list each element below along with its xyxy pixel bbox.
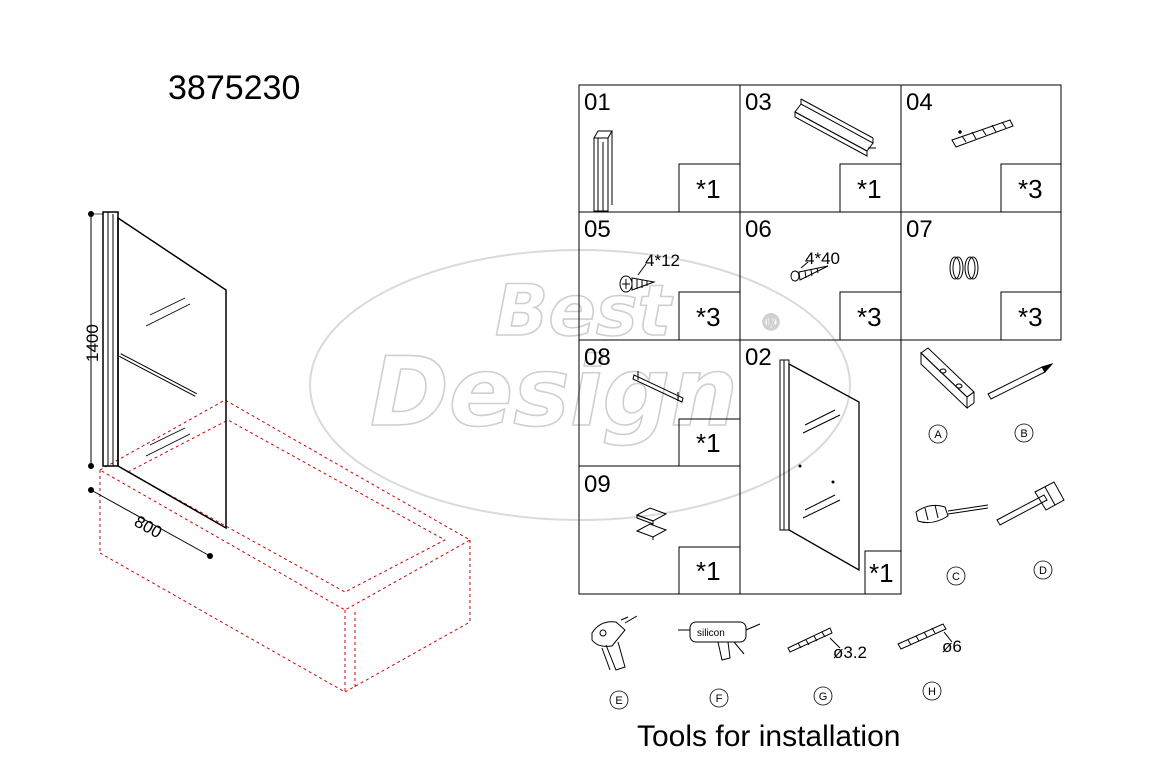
- part-qty-06: *3: [857, 302, 882, 332]
- tools-caption: Tools for installation: [637, 720, 900, 753]
- pencil-icon: [987, 363, 1054, 400]
- svg-text:D: D: [1039, 565, 1047, 577]
- model-number: 3875230: [168, 69, 300, 107]
- short-screw-icon: [619, 263, 656, 293]
- part-qty-03: *1: [857, 174, 882, 204]
- part-qty-02: *1: [869, 558, 894, 588]
- part-code-06: 06: [745, 216, 772, 243]
- watermark-line1: Best: [495, 270, 673, 352]
- height-dimension: 1400: [83, 211, 103, 469]
- handle-bar-icon: [632, 371, 684, 403]
- spirit-level-icon: [920, 347, 975, 410]
- part-code-04: 04: [906, 89, 933, 116]
- silicone-label: silicon: [697, 628, 725, 639]
- part-qty-08: *1: [696, 428, 721, 458]
- part-qty-09: *1: [696, 556, 721, 586]
- svg-text:B: B: [1020, 428, 1027, 440]
- tool-f-label: F: [709, 688, 729, 708]
- svg-text:F: F: [716, 693, 723, 705]
- part-qty-07: *3: [1018, 302, 1043, 332]
- svg-text:A: A: [934, 429, 942, 441]
- parts-grid: [578, 84, 1062, 595]
- wall-profile-icon: [593, 130, 613, 212]
- watermark: Best Design ®: [309, 249, 851, 521]
- drill-bit-large-icon: [897, 623, 953, 650]
- width-value: 800: [131, 512, 165, 542]
- part-qty-04: *3: [1018, 174, 1043, 204]
- screwdriver-icon: [915, 504, 989, 524]
- wall-plug-icon: [951, 119, 1014, 148]
- tool-h-label: H: [922, 681, 942, 701]
- drill-bit-small-spec: ø3.2: [833, 643, 867, 662]
- svg-text:H: H: [928, 686, 936, 698]
- part-code-07: 07: [906, 216, 933, 243]
- screw-caps-icon: [949, 256, 979, 280]
- bath-screen: [102, 211, 227, 530]
- glass-panel-icon: [779, 359, 860, 572]
- part-code-01: 01: [584, 89, 611, 116]
- rail-profile-icon: [794, 98, 876, 157]
- part-code-08: 08: [584, 344, 611, 371]
- part-code-02: 02: [745, 344, 772, 371]
- drill-bit-small-icon: [787, 627, 841, 653]
- bathtub: [98, 399, 472, 693]
- part-code-03: 03: [745, 89, 772, 116]
- height-value: 1400: [83, 324, 102, 362]
- part-codes: 01 03 04 05 06 07 08 09 02: [584, 89, 933, 498]
- watermark-mark: ®: [760, 311, 782, 336]
- part-quantities: *1 *1 *3 *3 *3 *3 *1 *1 *1: [696, 174, 1043, 588]
- svg-text:C: C: [952, 571, 960, 583]
- svg-text:G: G: [819, 691, 828, 703]
- tool-d-label: D: [1033, 560, 1053, 580]
- hammer-icon: [996, 481, 1065, 526]
- tool-a-label: A: [928, 424, 948, 444]
- drill-icon: [591, 615, 638, 671]
- tool-b-label: B: [1014, 423, 1034, 443]
- part-qty-05: *3: [696, 302, 721, 332]
- part-code-09: 09: [584, 471, 611, 498]
- width-dimension: 800: [88, 487, 213, 559]
- brackets-icon: [635, 507, 668, 540]
- silicone-gun-icon: [678, 621, 761, 661]
- tool-e-label: E: [609, 690, 629, 710]
- tool-c-label: C: [946, 566, 966, 586]
- part-code-05: 05: [584, 216, 611, 243]
- long-screw-icon: [790, 261, 829, 282]
- short-screw-spec: 4*12: [645, 251, 680, 270]
- drill-bit-large-spec: ø6: [942, 637, 962, 656]
- tool-g-label: G: [813, 686, 833, 706]
- long-screw-spec: 4*40: [805, 249, 840, 268]
- part-qty-01: *1: [696, 174, 721, 204]
- svg-text:E: E: [615, 695, 622, 707]
- watermark-line2: Design: [370, 338, 738, 448]
